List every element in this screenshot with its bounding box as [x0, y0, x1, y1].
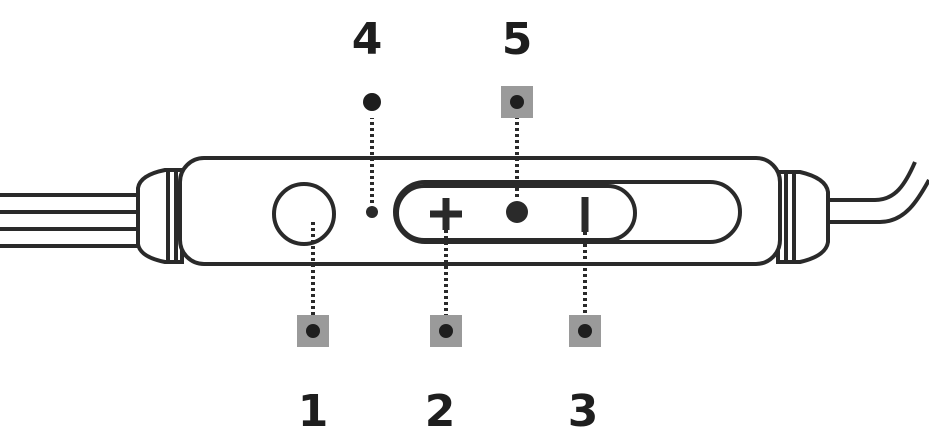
leader-lines	[311, 104, 587, 328]
right-collar	[776, 170, 830, 264]
left-cable	[0, 193, 140, 248]
callout-number-1: 1	[297, 386, 329, 437]
callout-marker-4	[356, 86, 388, 118]
callout-number-3: 3	[567, 386, 599, 437]
callout-number-2: 2	[424, 386, 456, 437]
callout-number-5: 5	[501, 14, 533, 65]
left-collar	[136, 168, 184, 264]
volume-up-button	[430, 198, 462, 230]
callout-marker-2	[430, 315, 462, 347]
callout-marker-1	[297, 315, 329, 347]
multifunction-button	[272, 182, 336, 246]
callout-marker-5	[501, 86, 533, 118]
play-pause-button	[506, 201, 528, 223]
right-cable	[825, 161, 929, 224]
microphone	[366, 206, 378, 218]
callout-marker-3	[569, 315, 601, 347]
callout-number-4: 4	[351, 14, 383, 65]
